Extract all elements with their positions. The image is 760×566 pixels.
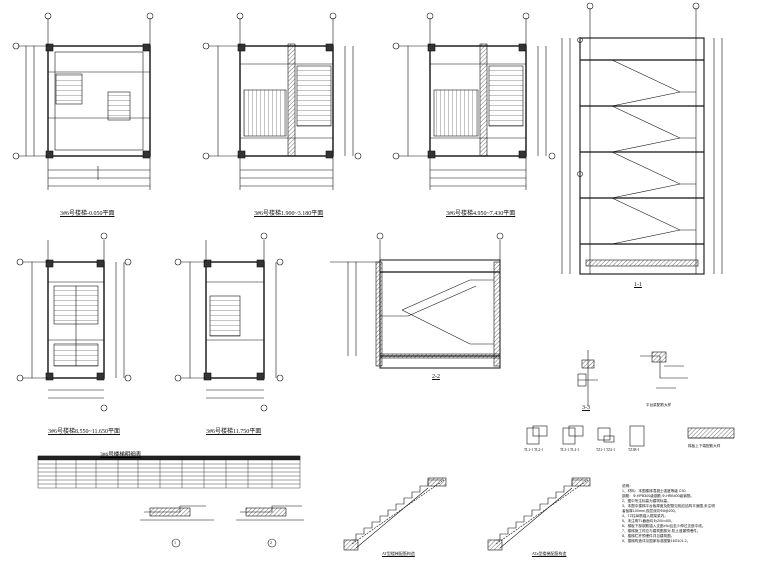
beam-details	[526, 425, 735, 447]
detail-tl3-caption: TL3-1 TL4-1	[560, 448, 580, 452]
stair-plan-2	[202, 12, 362, 190]
note-line: 7、楼梯施工时应与建筑图核对,防止遗漏预埋件。	[622, 529, 701, 533]
section-2-2	[330, 232, 504, 369]
notes-heading: 说明：	[622, 484, 633, 488]
ata-caption: ATa型楼梯配筋构造	[532, 551, 567, 556]
stair-plan-4	[16, 232, 132, 412]
detail-tz1-caption: TZ1-1 TZ2-1	[596, 448, 616, 452]
at-stair-detail	[343, 477, 447, 551]
at-caption: AT型楼梯配筋构造	[382, 551, 415, 556]
note-line: 9、楼梯构造详见国家标准图集16G101-2。	[622, 539, 691, 543]
plan-3-caption: 3#6号楼梯4.950~7.430平面	[446, 211, 516, 217]
detail-plate-caption: 梯板上下端配筋大样	[688, 444, 721, 448]
plan-4-caption: 3#6号楼梯8.550~11.650平面	[48, 429, 121, 435]
plan-2-caption: 3#6号楼梯1.900~3.180平面	[254, 211, 324, 217]
section-3-3-caption: 3-3	[582, 405, 590, 411]
note-line: 6、梯板下部钢筋锚入支座≥5d且至少伸过支座中线。	[622, 524, 706, 528]
detail-tz1b-caption: TZ1B-1	[628, 448, 640, 452]
plate-end-detail	[640, 351, 688, 389]
note-line: 5、未注明TL截面均为200×400。	[622, 519, 675, 523]
stair-plan-3	[392, 12, 556, 190]
stair-plan-1	[12, 12, 154, 190]
section-3-3	[577, 350, 598, 406]
section-2-2-caption: 2-2	[432, 374, 440, 380]
detail-2	[236, 505, 304, 548]
note-line: 1、材料：本图楼梯混凝土强度等级 C30,	[622, 489, 687, 493]
detail-1	[140, 505, 214, 548]
section-1-1-caption: 1-1	[634, 282, 642, 288]
stair-plan-5	[174, 232, 284, 412]
stair-schedule-table	[37, 455, 301, 489]
note-line: 者板厚100mm,双层双向Φ8@200。	[622, 509, 679, 513]
detail-2-number: 2	[270, 540, 272, 545]
note-line: 3、本图中楼梯平台板厚度及配筋见相应结构平面图,未注明	[622, 504, 715, 508]
detail-beam-caption: 平台梁配筋大样	[646, 403, 672, 407]
note-line: 8、楼梯栏杆预埋件详见建筑图。	[622, 534, 675, 538]
note-line: 4、TZ柱纵筋锚入框架梁内。	[622, 514, 668, 518]
detail-tl1-caption: TL1-1 TL2-1	[524, 448, 544, 452]
table-title: 3#6号楼梯明细表	[100, 452, 142, 458]
note-line: 钢筋：Φ-HPB300级钢筋,Φ-HRB400级钢筋。	[622, 494, 695, 498]
ata-stair-detail	[487, 477, 591, 551]
detail-1-number: 1	[174, 540, 176, 545]
section-1-1	[561, 2, 723, 275]
plan-1-caption: 3#6号楼梯-0.050平面	[60, 211, 115, 217]
plan-5-caption: 3#6号楼梯11.750平面	[206, 429, 262, 435]
note-line: 2、图中所注标高为建筑标高。	[622, 499, 671, 503]
general-notes: 说明： 1、材料：本图楼梯混凝土强度等级 C30, 钢筋：Φ-HPB300级钢筋…	[622, 484, 754, 544]
